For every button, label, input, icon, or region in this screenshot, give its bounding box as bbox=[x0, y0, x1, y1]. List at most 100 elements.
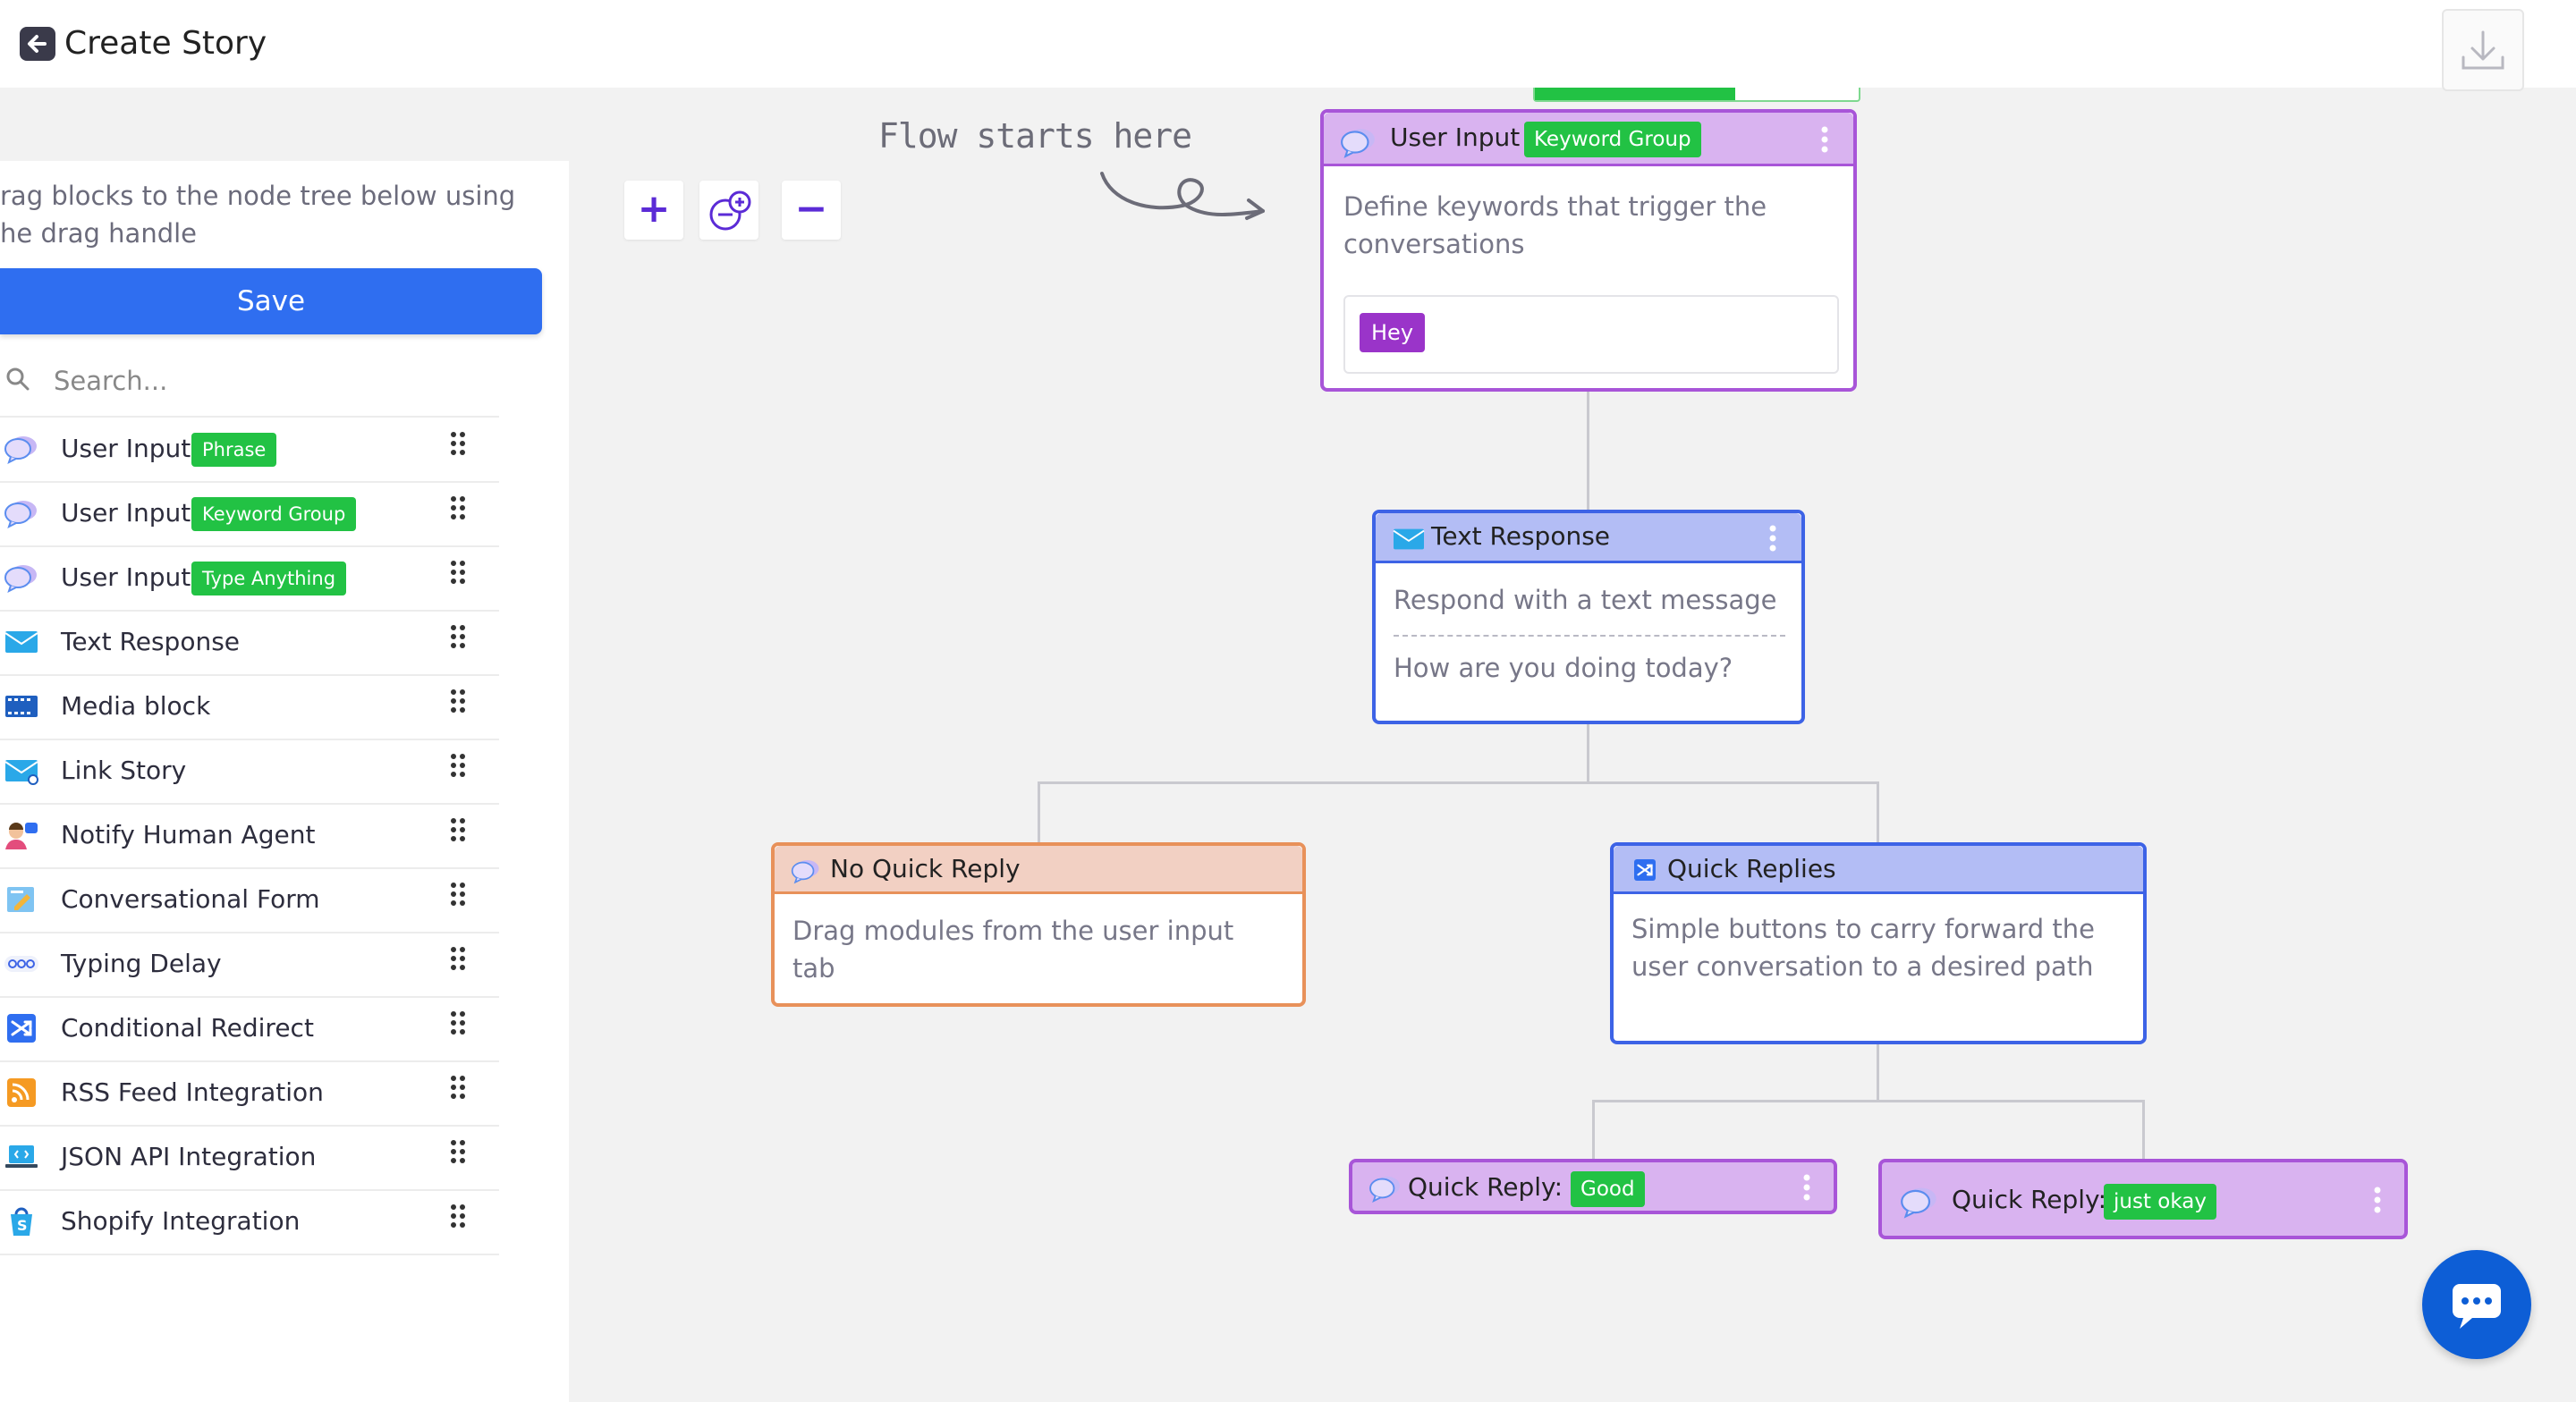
app-header: Create Story bbox=[0, 0, 2576, 91]
dashed-divider bbox=[1394, 635, 1785, 637]
chat-icon bbox=[2453, 1284, 2501, 1329]
block-item-shopify-integration[interactable]: S Shopify Integration bbox=[0, 1189, 499, 1255]
block-label: User Input bbox=[61, 562, 191, 592]
drag-handle-icon[interactable] bbox=[449, 878, 469, 914]
node-header[interactable]: No Quick Reply bbox=[775, 846, 1302, 894]
rss-icon bbox=[7, 1078, 36, 1107]
chat-bubble-icon bbox=[1901, 1187, 1936, 1219]
zoom-reset-icon bbox=[709, 190, 751, 231]
envelope-link-icon bbox=[4, 760, 38, 785]
zoom-out-button[interactable]: − bbox=[782, 181, 841, 240]
node-user-input[interactable]: User Input Keyword Group Define keywords… bbox=[1320, 109, 1857, 392]
connector-line bbox=[1877, 1043, 1879, 1102]
shuffle-icon bbox=[1634, 859, 1656, 881]
block-label: Notify Human Agent bbox=[61, 820, 316, 849]
connector-line bbox=[1877, 781, 1879, 844]
kebab-menu-icon[interactable] bbox=[2374, 1186, 2381, 1214]
keyword-tag[interactable]: Hey bbox=[1360, 313, 1426, 352]
block-item-media-block[interactable]: Media block bbox=[0, 674, 499, 740]
chat-bubble-icon bbox=[4, 436, 37, 464]
connector-line bbox=[1038, 781, 1040, 844]
drag-handle-icon[interactable] bbox=[449, 942, 469, 978]
drag-handle-icon[interactable] bbox=[449, 621, 469, 656]
node-title: User Input bbox=[1390, 122, 1521, 152]
film-icon bbox=[5, 696, 38, 717]
node-quick-replies[interactable]: Quick Replies Simple buttons to carry fo… bbox=[1610, 842, 2147, 1044]
arrow-left-icon bbox=[28, 35, 47, 53]
node-description: Simple buttons to carry forward the user… bbox=[1631, 914, 2095, 982]
envelope-icon bbox=[1393, 528, 1425, 550]
drag-handle-icon[interactable] bbox=[449, 1200, 469, 1236]
node-no-quick-reply[interactable]: No Quick Reply Drag modules from the use… bbox=[771, 842, 1306, 1007]
block-badge: Phrase bbox=[191, 433, 277, 467]
block-item-conditional-redirect[interactable]: Conditional Redirect bbox=[0, 996, 499, 1062]
envelope-icon bbox=[4, 631, 38, 653]
form-icon bbox=[7, 887, 34, 912]
drag-handle-icon[interactable] bbox=[449, 1007, 469, 1043]
block-item-link-story[interactable]: Link Story bbox=[0, 739, 499, 805]
connector-line bbox=[1587, 390, 1589, 510]
connector-line bbox=[1038, 781, 1879, 784]
kebab-menu-icon[interactable] bbox=[1803, 1173, 1810, 1202]
kebab-menu-icon[interactable] bbox=[1821, 125, 1828, 154]
drag-handle-icon[interactable] bbox=[449, 1071, 469, 1107]
zoom-in-button[interactable]: + bbox=[624, 181, 683, 240]
download-button[interactable] bbox=[2442, 9, 2524, 91]
node-quick-reply-good[interactable]: Quick Reply: Good bbox=[1349, 1159, 1837, 1214]
block-label: Text Response bbox=[61, 627, 241, 656]
node-text-response[interactable]: Text Response Respond with a text messag… bbox=[1372, 510, 1805, 724]
drag-handle-icon[interactable] bbox=[449, 749, 469, 785]
drag-handle-icon[interactable] bbox=[449, 492, 469, 528]
block-label: Link Story bbox=[61, 756, 187, 785]
chat-bubble-icon bbox=[1341, 129, 1375, 158]
node-badge: Good bbox=[1571, 1171, 1645, 1207]
chat-widget-button[interactable] bbox=[2422, 1250, 2531, 1359]
block-item-json-api-integration[interactable]: JSON API Integration bbox=[0, 1125, 499, 1191]
back-button[interactable] bbox=[20, 27, 55, 61]
keyword-field[interactable]: Hey bbox=[1343, 295, 1839, 374]
svg-text:S: S bbox=[17, 1217, 28, 1234]
drag-handle-icon[interactable] bbox=[449, 556, 469, 592]
chat-bubble-icon bbox=[791, 860, 819, 884]
block-item-typing-delay[interactable]: Typing Delay bbox=[0, 932, 499, 998]
download-icon bbox=[2462, 30, 2504, 70]
block-item-user-input-keyword-group[interactable]: User Input Keyword Group bbox=[0, 481, 499, 547]
block-badge: Keyword Group bbox=[191, 497, 357, 531]
connector-line bbox=[1592, 1100, 2145, 1102]
chat-bubble-icon bbox=[1369, 1176, 1401, 1204]
shuffle-icon bbox=[7, 1014, 36, 1043]
search-divider bbox=[0, 416, 499, 418]
block-item-user-input-phrase[interactable]: User Input Phrase bbox=[0, 417, 499, 483]
node-header[interactable]: User Input Keyword Group bbox=[1324, 113, 1853, 166]
flow-start-note: Flow starts here bbox=[878, 116, 1192, 156]
block-item-conversational-form[interactable]: Conversational Form bbox=[0, 867, 499, 933]
block-item-user-input-type-anything[interactable]: User Input Type Anything bbox=[0, 545, 499, 612]
block-item-rss-feed-integration[interactable]: RSS Feed Integration bbox=[0, 1060, 499, 1127]
node-header[interactable]: Text Response bbox=[1376, 513, 1801, 563]
block-label: Conversational Form bbox=[61, 884, 320, 914]
chat-bubble-icon bbox=[4, 565, 37, 593]
node-header[interactable]: Quick Replies bbox=[1614, 846, 2143, 894]
drag-handle-icon[interactable] bbox=[449, 685, 469, 721]
block-label: RSS Feed Integration bbox=[61, 1077, 324, 1107]
node-title: No Quick Reply bbox=[830, 854, 1021, 883]
node-description: Drag modules from the user input tab bbox=[792, 916, 1234, 984]
typing-dots-icon bbox=[4, 956, 38, 972]
agent-icon bbox=[5, 823, 38, 849]
block-item-text-response[interactable]: Text Response bbox=[0, 610, 499, 676]
laptop-code-icon bbox=[5, 1145, 38, 1168]
drag-hint: rag blocks to the node tree below using … bbox=[0, 181, 516, 249]
block-item-notify-human-agent[interactable]: Notify Human Agent bbox=[0, 803, 499, 869]
search-input[interactable] bbox=[52, 358, 503, 404]
drag-handle-icon[interactable] bbox=[449, 814, 469, 849]
connector-line bbox=[2142, 1100, 2145, 1159]
node-quick-reply-just-okay[interactable]: Quick Reply: just okay bbox=[1878, 1159, 2408, 1239]
drag-handle-icon[interactable] bbox=[449, 427, 469, 463]
node-badge: Keyword Group bbox=[1524, 122, 1701, 157]
save-button[interactable]: Save bbox=[0, 268, 542, 334]
node-title: Text Response bbox=[1431, 521, 1611, 551]
previous-node-fragment bbox=[1533, 88, 1860, 102]
kebab-menu-icon[interactable] bbox=[1769, 524, 1776, 553]
drag-handle-icon[interactable] bbox=[449, 1136, 469, 1171]
zoom-reset-button[interactable] bbox=[699, 181, 758, 240]
